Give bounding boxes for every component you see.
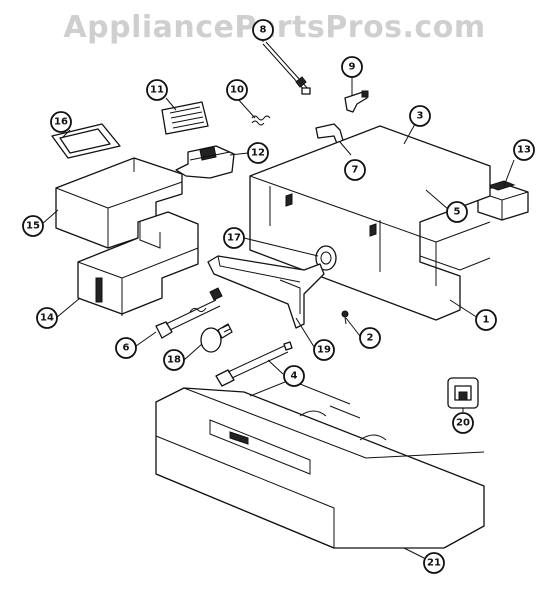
callout-label: 4 xyxy=(291,371,298,382)
callout-16: 16 xyxy=(50,111,72,133)
callout-label: 3 xyxy=(417,111,424,122)
callout-label: 5 xyxy=(454,207,461,218)
callout-6: 6 xyxy=(115,337,137,359)
part-8-shaft xyxy=(262,41,311,95)
part-19-actuator xyxy=(207,255,325,329)
leader-lines xyxy=(41,36,515,559)
callout-label: 15 xyxy=(26,221,40,232)
callout-label: 1 xyxy=(483,315,490,326)
callout-4: 4 xyxy=(283,365,305,387)
callout-8: 8 xyxy=(252,19,274,41)
callout-label: 8 xyxy=(260,25,267,36)
callout-5: 5 xyxy=(446,201,468,223)
callout-7: 7 xyxy=(344,159,366,181)
part-14-dispenser-block xyxy=(77,211,199,316)
part-11-grille xyxy=(161,101,209,135)
callout-10: 10 xyxy=(226,79,248,101)
part-16-gasket xyxy=(51,123,121,159)
callout-3: 3 xyxy=(409,105,431,127)
callout-label: 13 xyxy=(517,145,531,156)
callout-14: 14 xyxy=(36,307,58,329)
callout-label: 16 xyxy=(54,117,68,128)
callout-12: 12 xyxy=(247,142,269,164)
callout-label: 7 xyxy=(352,165,359,176)
part-4-pin xyxy=(215,341,293,387)
part-21-front-panel xyxy=(155,379,485,549)
callout-19: 19 xyxy=(313,339,335,361)
part-20-button xyxy=(447,377,479,409)
callout-2: 2 xyxy=(359,327,381,349)
callout-label: 21 xyxy=(427,558,441,569)
callout-18: 18 xyxy=(163,349,185,371)
callout-21: 21 xyxy=(423,552,445,574)
part-17-knob xyxy=(315,245,337,271)
part-18-bulb xyxy=(200,323,233,353)
callout-label: 18 xyxy=(167,355,181,366)
callout-20: 20 xyxy=(452,412,474,434)
callout-label: 2 xyxy=(367,333,374,344)
callout-label: 10 xyxy=(230,85,244,96)
callout-label: 17 xyxy=(227,233,241,244)
callout-label: 20 xyxy=(456,418,470,429)
part-10-spring xyxy=(251,115,271,126)
callout-label: 6 xyxy=(123,343,130,354)
callout-13: 13 xyxy=(513,139,535,161)
callout-11: 11 xyxy=(146,79,168,101)
callout-label: 19 xyxy=(317,345,331,356)
callout-label: 9 xyxy=(349,62,356,73)
callout-label: 14 xyxy=(40,313,54,324)
callout-15: 15 xyxy=(22,215,44,237)
part-6-rod xyxy=(155,287,223,339)
part-2-screw xyxy=(341,310,349,325)
callout-label: 11 xyxy=(150,85,164,96)
callout-1: 1 xyxy=(475,309,497,331)
part-9-bracket xyxy=(344,90,369,113)
callout-label: 12 xyxy=(251,148,265,159)
callout-9: 9 xyxy=(341,56,363,78)
watermark: AppliancePartsPros.com xyxy=(63,10,486,45)
part-12-lever xyxy=(175,145,235,179)
callout-17: 17 xyxy=(223,227,245,249)
